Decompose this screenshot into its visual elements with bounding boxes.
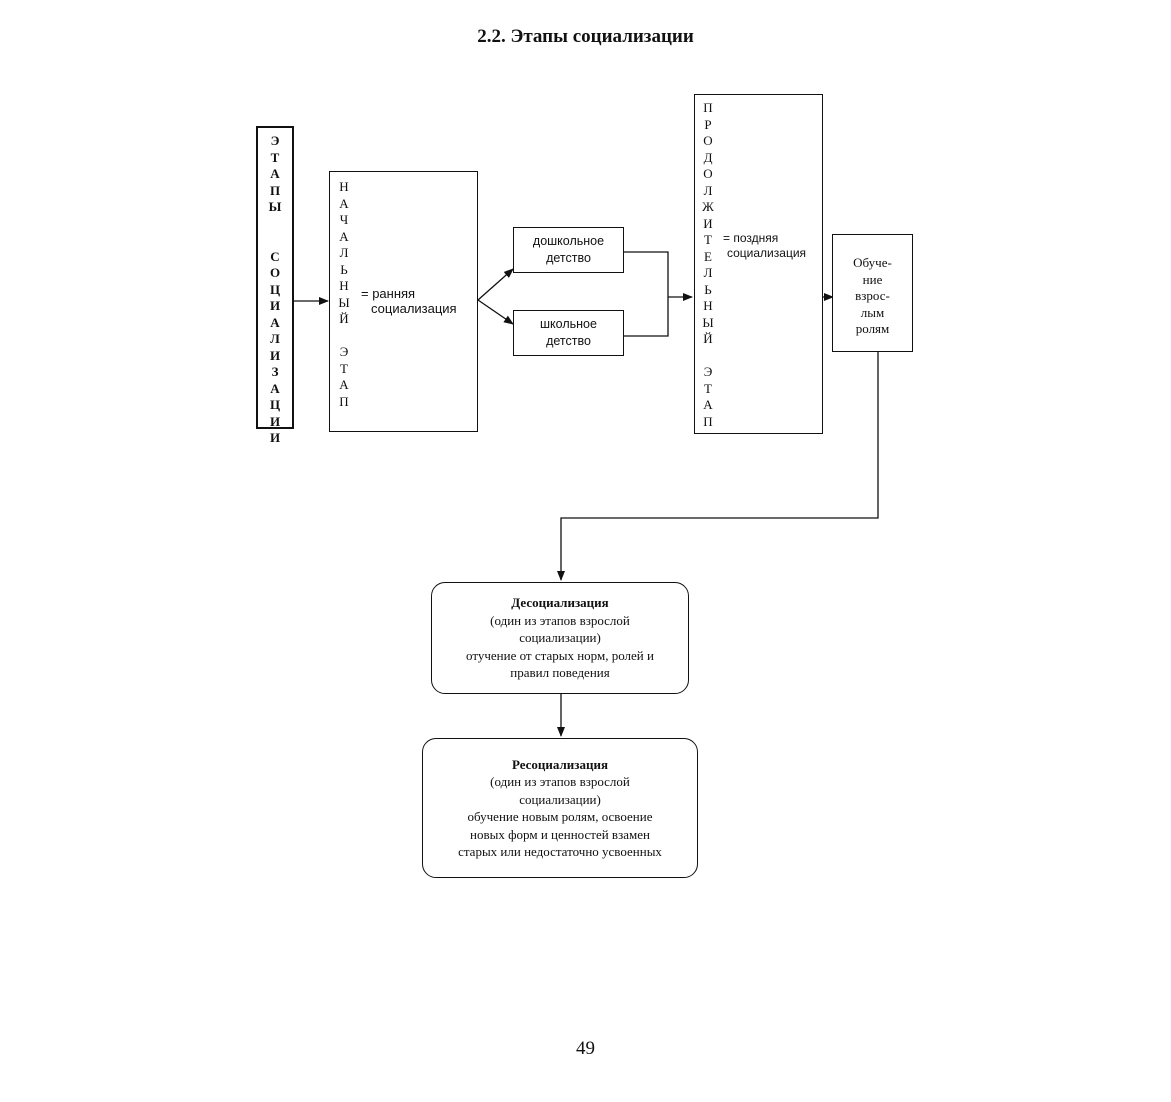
continuous-stage-letter: Ж	[702, 199, 714, 214]
continuous-stage-letter: А	[703, 397, 713, 412]
arrow-initial-to-school	[477, 299, 514, 325]
continuous-stage-letter: Й	[703, 331, 713, 346]
continuous-stage-letter: Ь	[704, 281, 712, 297]
continuous-stage-letter: О	[703, 166, 713, 181]
stages-letter: И	[269, 413, 281, 429]
continuous-stage-letter: Э	[703, 364, 713, 379]
description-line: отучение от старых норм, ролей и	[466, 647, 654, 663]
initial-stage-letter: Н	[339, 179, 349, 194]
stages-letter: И	[269, 430, 281, 445]
stages-letter: С	[270, 248, 280, 264]
stages-letter: Ц	[269, 281, 281, 297]
continuous-stage-letter: Л	[703, 182, 713, 198]
adult-roles-line: Обуче-	[853, 255, 892, 270]
continuous-stage-box	[694, 94, 823, 434]
continuous-stage-letter: Н	[703, 298, 713, 313]
continuous-stage-letter: Ы	[702, 314, 714, 330]
school-box	[513, 310, 624, 356]
page-title: 2.2. Этапы социализации	[477, 26, 694, 47]
description-line: старых или недостаточно усвоенных	[458, 844, 662, 859]
initial-stage-letter: А	[339, 377, 349, 392]
continuous-stage-letter: Р	[704, 116, 712, 132]
resocialization-title: Ресоциализация	[511, 756, 609, 772]
continuous-stage-letter: П	[703, 413, 713, 429]
continuous-stage-letter: Т	[704, 232, 712, 247]
description-line: (один из этапов взрослой	[490, 612, 630, 628]
stages-letter: А	[270, 380, 280, 396]
description-line: новых форм и ценностей взамен	[470, 826, 650, 842]
stages-letter: И	[269, 298, 281, 313]
preschool-line1: дошкольное	[532, 234, 605, 248]
continuous-stage-letter: Л	[703, 265, 713, 280]
adult-roles-line: взрос-	[855, 288, 890, 303]
description-line: социализации)	[519, 791, 601, 807]
stages-letter: И	[269, 347, 281, 363]
connector-adult-to-deso	[557, 352, 879, 581]
continuous-stage-letter: Е	[704, 248, 712, 264]
desocialization-description: (один из этапов взрослой социализации)оту…	[432, 612, 688, 682]
adult-roles-line: ние	[862, 271, 883, 287]
initial-stage-letter: Ч	[339, 212, 349, 227]
description-line: социализации)	[519, 630, 601, 646]
continuous-stage-meaning: = поздняя социализация	[723, 231, 806, 261]
initial-stage-box	[329, 171, 478, 432]
initial-stage-letter: А	[339, 195, 349, 211]
description-line: правил поведения	[510, 665, 610, 681]
initial-stage-letter: А	[339, 228, 349, 244]
initial-stage-letter: Л	[339, 245, 349, 260]
initial-stage-meaning: = ранняя социализация	[361, 286, 457, 316]
adult-roles-line: ролям	[855, 321, 890, 336]
initial-stage-letter: Н	[339, 278, 349, 293]
initial-meaning-line1: = ранняя	[361, 286, 416, 301]
continuous-stage-letter: П	[703, 100, 713, 115]
stages-letter: А	[270, 314, 280, 330]
school-line1: школьное	[540, 317, 597, 331]
stages-letter: П	[269, 182, 281, 198]
continuous-meaning-line2: социализация	[727, 246, 807, 260]
bracket-childhood	[624, 251, 669, 337]
preschool-box	[513, 227, 624, 273]
initial-stage-letter: Э	[339, 344, 349, 359]
initial-stage-letter: Т	[340, 360, 348, 376]
adult-roles-line: лым	[860, 304, 885, 320]
stages-letter: А	[270, 166, 280, 181]
description-line: обучение новым ролям, освоение	[467, 809, 653, 824]
stages-letter: Т	[270, 149, 280, 165]
continuous-stage-letter: О	[703, 133, 713, 148]
stages-letter: Ц	[269, 397, 281, 412]
school-label: школьное детство	[513, 316, 624, 350]
continuous-stage-letter: Т	[704, 380, 712, 396]
resocialization-box: Ресоциализация (один из этапов взрослой с…	[422, 738, 698, 878]
stages-letter: Ы	[268, 199, 282, 214]
stages-box	[256, 126, 294, 429]
initial-stage-letter: Й	[339, 311, 349, 326]
continuous-stage-letter: Д	[703, 149, 713, 165]
preschool-line2: детство	[546, 251, 591, 265]
adult-roles-box	[832, 234, 913, 352]
stages-letter: Э	[270, 133, 280, 148]
description-line: (один из этапов взрослой	[490, 774, 630, 789]
preschool-label: дошкольное детство	[513, 233, 624, 267]
initial-meaning-line2: социализация	[371, 301, 457, 316]
stages-letter: З	[271, 364, 279, 379]
initial-stage-letter: Ь	[340, 261, 348, 277]
arrow-initial-to-preschool	[477, 268, 514, 301]
desocialization-box: Десоциализация (один из этапов взрослой с…	[431, 582, 689, 694]
stages-letter: Л	[270, 331, 280, 346]
initial-stage-letter: Ы	[338, 294, 350, 310]
continuous-stage-letter: И	[703, 215, 713, 231]
stages-letter: О	[269, 265, 281, 280]
resocialization-description: (один из этапов взрослой социализации) обу…	[423, 773, 697, 861]
continuous-meaning-line1: = поздняя	[723, 231, 779, 245]
page-number: 49	[576, 1038, 595, 1059]
desocialization-title: Десоциализация	[511, 595, 609, 611]
initial-stage-letter: П	[339, 393, 349, 409]
school-line2: детство	[546, 334, 591, 348]
